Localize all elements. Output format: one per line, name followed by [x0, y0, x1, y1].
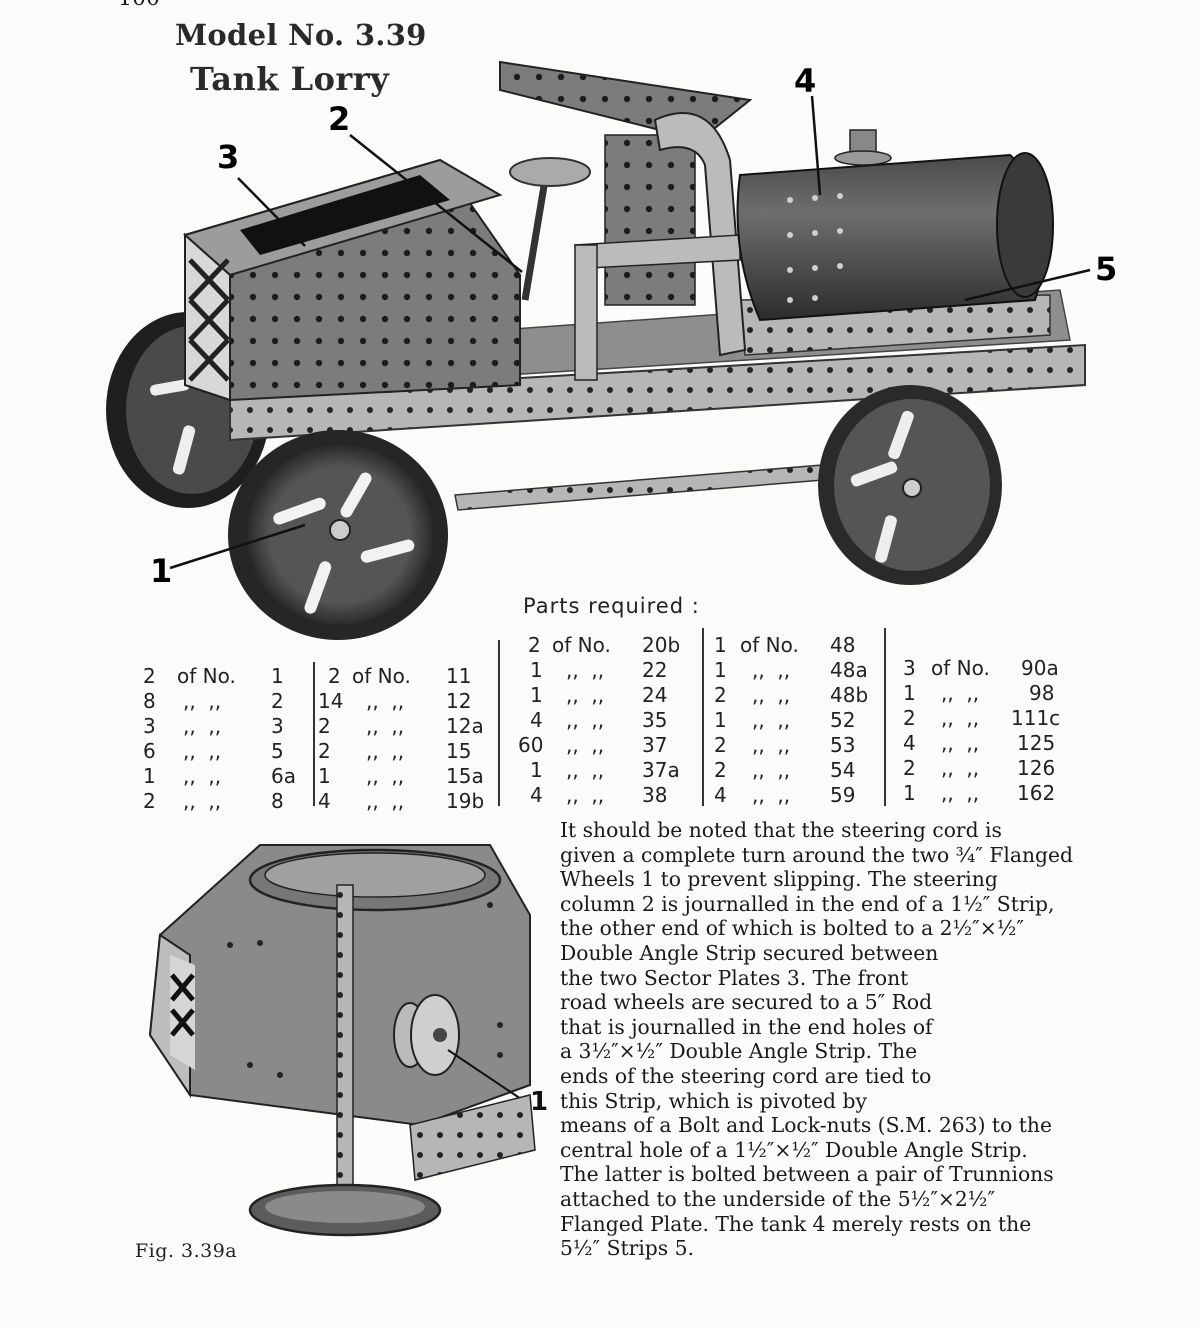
parts-row: 2,, ,,54: [714, 758, 856, 782]
front-near-wheel: [228, 430, 448, 640]
cab: [499, 60, 753, 381]
parts-row: 2,, ,,126: [903, 756, 1056, 780]
tank-lorry-illustration: 1 2 3 4 5: [106, 60, 1117, 640]
parts-row: 2,, ,,15: [318, 739, 472, 763]
description-line: central hole of a 1½″×½″ Double Angle St…: [560, 1137, 1028, 1162]
model-name-title: Tank Lorry: [190, 60, 390, 98]
parts-row: 2,, ,,12a: [318, 714, 484, 738]
description-line: The latter is bolted between a pair of T…: [560, 1162, 1054, 1187]
parts-divider: [498, 640, 500, 806]
description-line: column 2 is journalled in the end of a 1…: [560, 891, 1055, 916]
description-line: It should be noted that the steering cor…: [560, 818, 1002, 842]
figure-caption: Fig. 3.39a: [135, 1240, 238, 1262]
parts-row: 14,, ,,12: [318, 689, 472, 713]
parts-row: 2,, ,,8: [143, 789, 284, 813]
description-line: Flanged Plate. The tank 4 merely rests o…: [560, 1211, 1032, 1236]
parts-row: 4,, ,,19b: [318, 789, 485, 813]
description-line: this Strip, which is pivoted by: [560, 1088, 867, 1113]
parts-row: 4,, ,,125: [903, 731, 1056, 755]
steering-column: [509, 157, 591, 301]
parts-row: 1,, ,,48a: [714, 658, 868, 682]
parts-row: 1,, ,,6a: [143, 764, 296, 788]
bonnet: [182, 158, 521, 402]
parts-row: 1,, ,,162: [903, 781, 1056, 805]
description-line: road wheels are secured to a 5″ Rod: [560, 990, 933, 1015]
parts-row: 1,, ,,15a: [318, 764, 484, 788]
parts-divider: [313, 662, 315, 806]
description-line: 5½″ Strips 5.: [560, 1236, 694, 1261]
description-line: attached to the underside of the 5½″×2½″: [560, 1186, 996, 1211]
description-line: given a complete turn around the two ¾″ …: [560, 842, 1074, 867]
parts-row: 6,, ,,5: [143, 739, 284, 763]
description-line: the two Sector Plates 3. The front: [560, 965, 909, 990]
parts-row: 1,, ,,52: [714, 708, 856, 732]
description-line: a 3½″×½″ Double Angle Strip. The: [560, 1039, 918, 1064]
callout-1: 1: [150, 552, 172, 590]
description-line: that is journalled in the end holes of: [560, 1014, 933, 1039]
callout-3: 3: [217, 138, 239, 176]
parts-row: 60,, ,,37: [518, 733, 668, 757]
parts-row: 1,, ,,98: [903, 681, 1055, 705]
callout-2: 2: [328, 100, 350, 138]
callout-5: 5: [1095, 250, 1117, 288]
inset-callout-1: 1: [530, 1087, 548, 1117]
description-paragraph: It should be noted that the steering cor…: [560, 818, 1106, 1261]
parts-row: 3,, ,,3: [143, 714, 284, 738]
parts-row: 2,, ,,53: [714, 733, 856, 757]
page-number: 100: [118, 0, 160, 11]
description-line: ends of the steering cord are tied to: [560, 1063, 932, 1088]
tank: [736, 129, 1054, 322]
parts-row: 4,, ,,59: [714, 783, 856, 807]
parts-row: 4,, ,,38: [530, 783, 668, 807]
description-line: Wheels 1 to prevent slipping. The steeri…: [560, 867, 998, 892]
rear-right-wheel: [818, 385, 1002, 585]
parts-row: 1,, ,,22: [530, 658, 668, 682]
callout-leader-lines: [169, 95, 1091, 570]
callout-4: 4: [794, 62, 816, 100]
parts-divider: [884, 628, 886, 806]
parts-divider: [702, 628, 704, 806]
inset-illustration: 1: [148, 844, 548, 1237]
parts-row: 1,, ,,24: [530, 683, 668, 707]
parts-row: 4,, ,,35: [530, 708, 668, 732]
description-line: Double Angle Strip secured between: [560, 940, 939, 965]
parts-required-heading: Parts required :: [523, 594, 700, 618]
description-line: the other end of which is bolted to a 2½…: [560, 916, 1024, 941]
inset-side-panel: [170, 955, 195, 1070]
parts-row: 2,, ,,111c: [903, 706, 1061, 730]
model-number-title: Model No. 3.39: [175, 18, 427, 52]
parts-row: 8,, ,,2: [143, 689, 284, 713]
description-line: means of a Bolt and Lock-nuts (S.M. 263)…: [560, 1113, 1052, 1138]
parts-row: 1,, ,,37a: [530, 758, 680, 782]
parts-row: 2,, ,,48b: [714, 683, 869, 707]
